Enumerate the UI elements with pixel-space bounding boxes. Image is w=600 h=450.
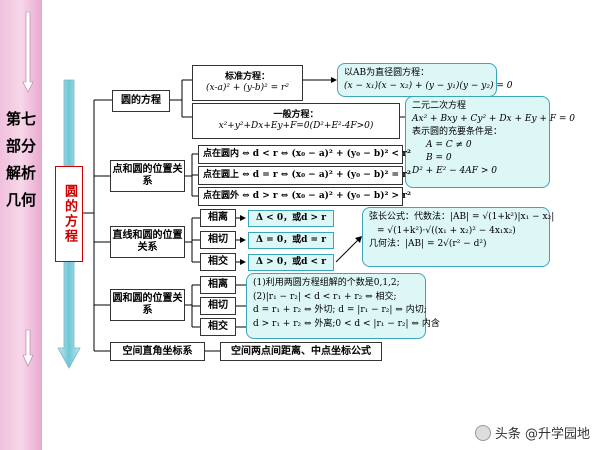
circle-circle-note-line: d = r₁ + r₂ ⇔ 外切; d = |r₁ − r₂| ⇔ 内切;: [253, 305, 427, 315]
line-separate-label: 相离: [208, 212, 228, 223]
point-inside-box: 点在圆内 ⇔ d < r ⇔ (x₀ − a)² + (y₀ − b)² < r…: [198, 145, 411, 164]
space-formula-box: 空间两点间距离、中点坐标公式: [220, 342, 382, 361]
root-label: 圆的方程: [62, 184, 77, 244]
diameter-equation-formula: (x − x₁)(x − x₂) + (y − y₁)(y − y₂) = 0: [344, 80, 513, 91]
watermark: 头条 @升学园地: [474, 423, 590, 442]
chord-algebraic-formula: 弦长公式：代数法：|AB| = √(1+k²)|x₁ − x₂|: [369, 212, 555, 222]
standard-equation-box: 标准方程： (x-a)² + (y-b)² = r²: [192, 65, 303, 101]
account-avatar-icon: [474, 424, 491, 441]
diameter-equation-note: 以AB为直径圆方程： (x − x₁)(x − x₂) + (y − y₁)(y…: [337, 63, 513, 97]
condition-discriminant: D² + E² − 4AF > 0: [412, 166, 497, 177]
line-intersect-cond: Δ > 0，或d < r: [248, 254, 334, 271]
line-intersect-cond-text: Δ > 0，或d < r: [256, 257, 326, 268]
point-on-text: 点在圆上 ⇔ d = r ⇔ (x₀ − a)² + (y₀ − b)² = r…: [203, 170, 411, 181]
point-inside-text: 点在圆内 ⇔ d < r ⇔ (x₀ − a)² + (y₀ − b)² < r…: [203, 149, 411, 160]
chord-geometric-formula: 几何法：|AB| = 2√(r² − d²): [369, 239, 487, 249]
line-circle-node: 直线和圆的位置关系: [110, 226, 185, 258]
circle-equation-label: 圆的方程: [121, 95, 161, 106]
line-intersect-label: 相交: [208, 256, 228, 267]
chord-algebraic-expanded: = √(1+k²)·√((x₁ + x₂)² − 4x₁x₂): [377, 225, 516, 236]
line-separate-cond-text: Δ < 0，或d > r: [256, 213, 326, 224]
circle-equation-node: 圆的方程: [112, 90, 170, 112]
line-tangent-box: 相切: [200, 231, 236, 249]
standard-equation-title: 标准方程：: [224, 72, 270, 83]
point-circle-label: 点和圆的位置关系: [112, 164, 183, 187]
quadratic-condition-note: 二元二次方程 Ax² + Bxy + Cy² + Dx + Ey + F = 0…: [405, 96, 576, 188]
line-tangent-cond-text: Δ = 0，或d = r: [256, 235, 326, 246]
chord-length-note: 弦长公式：代数法：|AB| = √(1+k²)|x₁ − x₂| = √(1+k…: [362, 207, 555, 267]
circle-circle-note-line: (1)利用两圆方程组解的个数是0,1,2;: [253, 278, 400, 288]
quadratic-formula: Ax² + Bxy + Cy² + Dx + Ey + F = 0: [412, 114, 576, 125]
sidebar-title: 第七部分 解析几何: [6, 110, 37, 209]
circle-circle-note-line: (2)|r₁ − r₂| < d < r₁ + r₂ ⇔ 相交;: [253, 291, 397, 302]
quadratic-condition-title: 表示圆的充要条件是：: [412, 127, 503, 138]
quadratic-title: 二元二次方程: [412, 101, 467, 111]
sidebar: [0, 0, 42, 450]
condition-b: B = 0: [426, 153, 452, 164]
circle-tangent-label: 相切: [208, 300, 228, 311]
general-equation-box: 一般方程： x²+y²+Dx+Ey+F=0(D²+E²-4F>0): [192, 103, 400, 139]
standard-equation-formula: (x-a)² + (y-b)² = r²: [206, 83, 289, 93]
circle-tangent-box: 相切: [200, 297, 236, 315]
down-arrow-icon: [22, 11, 34, 93]
circle-circle-label: 圆和圆的位置关系: [112, 293, 183, 316]
diameter-equation-title: 以AB为直径圆方程：: [344, 68, 430, 78]
root-node: 圆的方程: [55, 166, 83, 262]
watermark-text: 头条 @升学园地: [494, 427, 590, 442]
line-intersect-box: 相交: [200, 253, 236, 271]
point-outside-box: 点在圆外 ⇔ d > r ⇔ (x₀ − a)² + (y₀ − b)² > r…: [198, 187, 411, 206]
space-formula-label: 空间两点间距离、中点坐标公式: [231, 345, 371, 357]
line-tangent-cond: Δ = 0，或d = r: [248, 232, 334, 249]
down-arrow-icon: [22, 329, 34, 367]
circle-intersect-box: 相交: [200, 318, 236, 336]
line-separate-cond: Δ < 0，或d > r: [248, 210, 334, 227]
circle-separate-label: 相离: [208, 279, 228, 290]
space-coordinate-label: 空间直角坐标系: [122, 345, 193, 357]
space-coordinate-node: 空间直角坐标系: [110, 342, 205, 361]
circle-intersect-label: 相交: [208, 321, 228, 332]
circle-circle-note-line: d > r₁ + r₂ ⇔ 外离;0 < d < |r₁ − r₂| ⇔ 内含: [253, 318, 440, 329]
circle-circle-node: 圆和圆的位置关系: [110, 289, 185, 321]
condition-a-c: A = C ≠ 0: [426, 140, 472, 151]
line-separate-box: 相离: [200, 209, 236, 227]
point-outside-text: 点在圆外 ⇔ d > r ⇔ (x₀ − a)² + (y₀ − b)² > r…: [203, 191, 411, 202]
circle-separate-box: 相离: [200, 276, 236, 294]
line-circle-label: 直线和圆的位置关系: [112, 230, 183, 253]
point-on-box: 点在圆上 ⇔ d = r ⇔ (x₀ − a)² + (y₀ − b)² = r…: [198, 166, 411, 185]
line-tangent-label: 相切: [208, 234, 228, 245]
point-circle-node: 点和圆的位置关系: [110, 160, 185, 192]
general-equation-formula: x²+y²+Dx+Ey+F=0(D²+E²-4F>0): [218, 121, 374, 131]
circle-circle-note: (1)利用两圆方程组解的个数是0,1,2; (2)|r₁ − r₂| < d <…: [246, 273, 440, 339]
general-equation-title: 一般方程：: [273, 110, 319, 121]
